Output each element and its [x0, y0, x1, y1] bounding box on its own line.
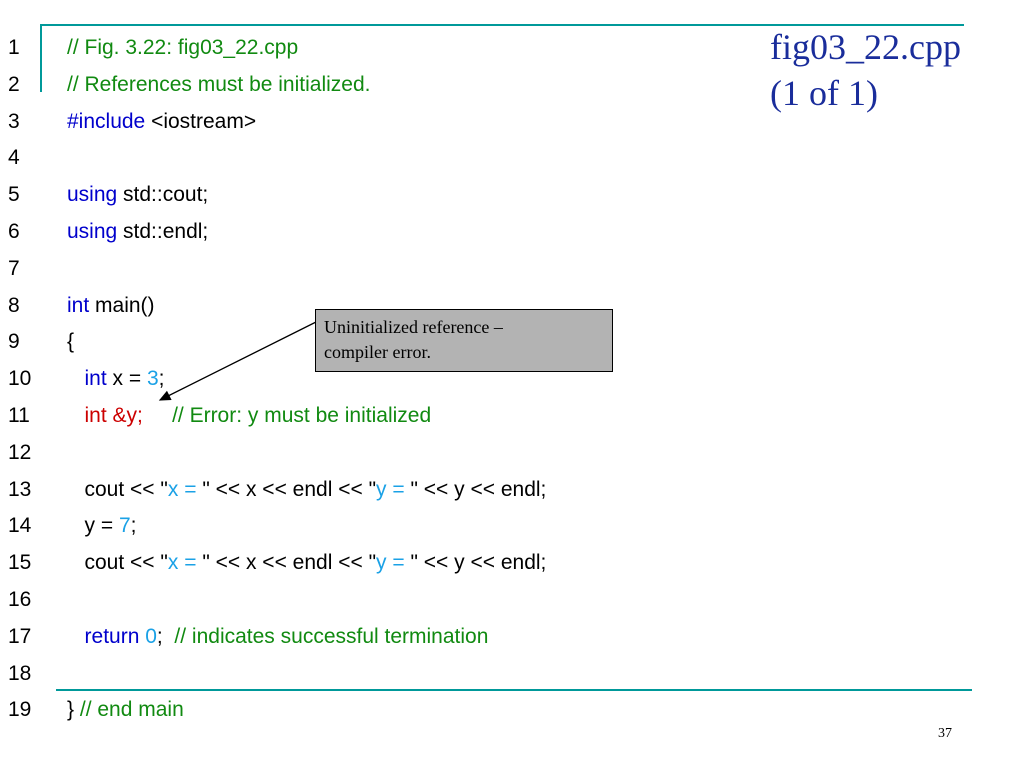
line-number: 15: [8, 551, 32, 575]
slide-title: fig03_22.cpp (1 of 1): [770, 24, 1020, 116]
code-text: int x = 3;: [67, 361, 165, 398]
line-number: 7: [8, 256, 20, 280]
code-token: y =: [376, 477, 411, 501]
code-token: // Fig. 3.22: fig03_22.cpp: [67, 36, 299, 59]
code-token: 0: [145, 624, 157, 648]
error-callout: Uninitialized reference – compiler error…: [315, 309, 613, 372]
code-token: [67, 367, 85, 390]
code-token: << x << endl <<: [209, 477, 369, 501]
code-token: }: [67, 698, 80, 722]
code-token: std::cout;: [117, 183, 209, 207]
code-token: ": [368, 551, 377, 575]
code-text: cout << "x = " << x << endl << "y = " <<…: [67, 472, 547, 509]
code-text: cout << "x = " << x << endl << "y = " <<…: [67, 545, 547, 582]
code-token: ": [410, 477, 418, 501]
code-text: int main(): [67, 288, 155, 325]
code-token: << x << endl <<: [209, 551, 369, 575]
code-text: return 0; // indicates successful termin…: [67, 619, 489, 656]
callout-line-1: Uninitialized reference –: [324, 317, 503, 337]
line-number: 3: [8, 109, 20, 133]
code-token: // indicates successful termination: [174, 624, 489, 648]
code-text: {: [67, 324, 74, 361]
code-token: // References must be initialized.: [67, 72, 371, 96]
code-token: x =: [167, 477, 203, 501]
code-token: cout <<: [67, 477, 161, 501]
code-token: y =: [67, 514, 119, 538]
code-text: using std::endl;: [67, 214, 208, 251]
code-token: ": [202, 477, 210, 501]
code-text: } // end main: [67, 692, 184, 729]
line-number: 5: [8, 183, 20, 207]
code-token: 7: [118, 514, 131, 538]
code-token: int: [84, 367, 107, 391]
code-token: #include: [67, 109, 146, 133]
line-number: 9: [8, 330, 20, 354]
top-rule: [40, 24, 964, 26]
code-token: ": [202, 551, 210, 575]
code-token: cout <<: [67, 551, 161, 575]
line-number: 6: [8, 219, 20, 243]
line-number: 18: [8, 661, 32, 685]
left-rule: [40, 24, 42, 92]
code-token: ": [160, 477, 168, 501]
line-number: 14: [8, 514, 32, 538]
line-number: 11: [8, 403, 30, 427]
code-token: ;: [158, 367, 165, 391]
code-token: [67, 404, 85, 427]
code-token: main(): [89, 293, 155, 317]
line-number: 17: [8, 624, 32, 648]
code-text: int &y; // Error: y must be initialized: [67, 398, 432, 435]
code-token: ": [410, 551, 418, 575]
code-token: ": [160, 551, 168, 575]
code-token: ": [368, 477, 377, 501]
line-number: 13: [8, 477, 32, 501]
code-text: #include <iostream>: [67, 104, 256, 141]
slide-title-filename: fig03_22.cpp: [770, 27, 961, 67]
code-token: [143, 404, 172, 427]
code-text: // Fig. 3.22: fig03_22.cpp: [67, 30, 298, 67]
code-token: // Error: y must be initialized: [172, 403, 432, 427]
line-number: 4: [8, 146, 20, 170]
code-token: <iostream>: [145, 109, 257, 133]
code-text: using std::cout;: [67, 177, 208, 214]
code-token: x =: [106, 367, 147, 391]
code-token: [67, 625, 85, 648]
callout-line-2: compiler error.: [324, 342, 431, 362]
code-token: ;: [130, 514, 137, 538]
code-token: ;: [156, 624, 175, 648]
code-text: // References must be initialized.: [67, 67, 370, 104]
page-number: 37: [938, 726, 952, 741]
code-token: int &y;: [84, 403, 143, 427]
code-token: using: [67, 183, 118, 207]
line-number: 2: [8, 72, 20, 96]
code-token: << y << endl;: [417, 477, 547, 501]
slide-title-part: (1 of 1): [770, 73, 878, 113]
code-token: int: [67, 293, 90, 317]
code-text: y = 7;: [67, 508, 137, 545]
line-number: 1: [8, 36, 20, 59]
code-token: x =: [167, 551, 203, 575]
line-number: 16: [8, 587, 32, 611]
code-token: std::endl;: [117, 219, 209, 243]
line-number: 19: [8, 698, 32, 722]
code-token: return: [84, 624, 140, 648]
line-number: 10: [8, 367, 32, 391]
bottom-rule: [56, 689, 972, 691]
code-token: 3: [146, 367, 159, 391]
line-number: 8: [8, 293, 20, 317]
code-token: << y << endl;: [417, 551, 547, 575]
code-token: y =: [376, 551, 411, 575]
code-token: {: [67, 330, 75, 354]
code-token: using: [67, 219, 118, 243]
code-token: // end main: [79, 698, 184, 722]
line-number: 12: [8, 440, 32, 464]
